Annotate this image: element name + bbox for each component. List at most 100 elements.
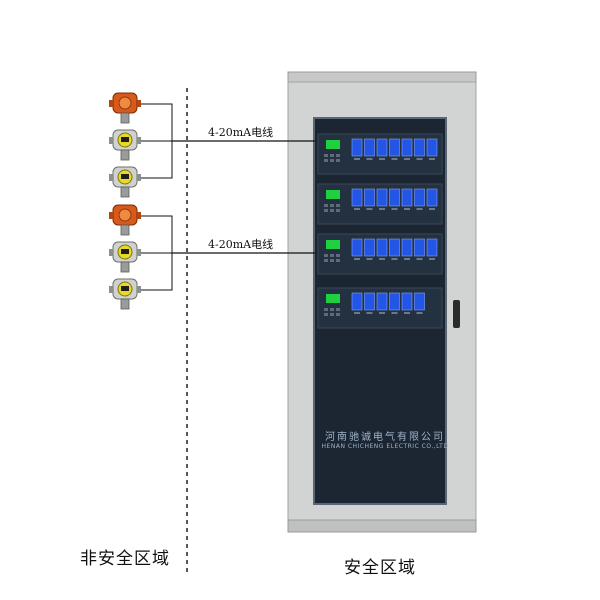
channel-indicator	[354, 258, 360, 260]
channel-display	[352, 139, 362, 156]
detector-port-left	[109, 212, 113, 219]
detector-port-right	[137, 249, 141, 256]
brand-name-cn: 河南驰诚电气有限公司	[315, 428, 455, 443]
controller-module	[318, 184, 442, 224]
cable-label-bottom: 4-20mA电线	[208, 236, 273, 252]
keypad-button[interactable]	[330, 308, 334, 311]
safe-zone-label: 安全区域	[344, 553, 416, 578]
detector-window	[119, 209, 131, 221]
detector-sensor-head	[121, 113, 129, 123]
keypad-button[interactable]	[336, 209, 340, 212]
channel-indicator	[404, 312, 410, 314]
channel-display	[415, 293, 425, 310]
main-display-green	[326, 140, 340, 149]
channel-display	[427, 239, 437, 256]
keypad-button[interactable]	[324, 204, 328, 207]
channel-display	[390, 189, 400, 206]
channel-indicator	[429, 258, 435, 260]
channel-indicator	[417, 158, 423, 160]
channel-indicator	[354, 208, 360, 210]
channel-indicator	[429, 158, 435, 160]
channel-indicator	[367, 158, 373, 160]
channel-display	[377, 239, 387, 256]
gas-detector	[109, 242, 141, 272]
keypad-button[interactable]	[336, 308, 340, 311]
channel-indicator	[429, 208, 435, 210]
channel-indicator	[417, 258, 423, 260]
keypad-button[interactable]	[336, 204, 340, 207]
gas-detector	[109, 130, 141, 160]
channel-display	[427, 189, 437, 206]
detector-window	[119, 97, 131, 109]
controller-module	[318, 134, 442, 174]
channel-display	[390, 293, 400, 310]
channel-display	[377, 293, 387, 310]
channel-indicator	[379, 158, 385, 160]
door-handle[interactable]	[453, 300, 460, 328]
unsafe-zone-label: 非安全区域	[80, 544, 170, 569]
detector-port-left	[109, 100, 113, 107]
keypad-button[interactable]	[330, 204, 334, 207]
keypad-button[interactable]	[330, 209, 334, 212]
channel-indicator	[379, 258, 385, 260]
keypad-button[interactable]	[330, 154, 334, 157]
channel-display	[402, 139, 412, 156]
detector-sensor-head	[121, 187, 129, 197]
channel-indicator	[404, 208, 410, 210]
cabinet-base	[288, 520, 476, 532]
detector-port-right	[137, 100, 141, 107]
keypad-button[interactable]	[324, 254, 328, 257]
gas-detector	[109, 279, 141, 309]
channel-display	[365, 293, 375, 310]
channel-indicator	[417, 312, 423, 314]
keypad-button[interactable]	[336, 159, 340, 162]
detector-lcd	[121, 137, 129, 142]
channel-display	[415, 239, 425, 256]
detector-lcd	[121, 249, 129, 254]
channel-indicator	[367, 312, 373, 314]
channel-display	[352, 189, 362, 206]
channel-indicator	[354, 158, 360, 160]
channel-display	[402, 293, 412, 310]
keypad-button[interactable]	[324, 159, 328, 162]
detector-sensor-head	[121, 299, 129, 309]
keypad-button[interactable]	[336, 259, 340, 262]
keypad-button[interactable]	[324, 313, 328, 316]
keypad-button[interactable]	[336, 313, 340, 316]
keypad-button[interactable]	[324, 308, 328, 311]
detector-port-left	[109, 249, 113, 256]
keypad-button[interactable]	[330, 259, 334, 262]
keypad-button[interactable]	[324, 259, 328, 262]
detector-port-right	[137, 174, 141, 181]
detector-sensor-head	[121, 225, 129, 235]
channel-display	[352, 239, 362, 256]
main-display-green	[326, 240, 340, 249]
brand-name-en: HENAN CHICHENG ELECTRIC CO.,LTD	[315, 443, 455, 450]
keypad-button[interactable]	[330, 159, 334, 162]
detector-sensor-head	[121, 262, 129, 272]
channel-display	[390, 239, 400, 256]
channel-indicator	[354, 312, 360, 314]
detector-lcd	[121, 286, 129, 291]
channel-display	[377, 139, 387, 156]
channel-display	[365, 239, 375, 256]
channel-display	[402, 239, 412, 256]
channel-indicator	[379, 208, 385, 210]
keypad-button[interactable]	[324, 209, 328, 212]
keypad-button[interactable]	[324, 154, 328, 157]
keypad-button[interactable]	[336, 154, 340, 157]
channel-display	[427, 139, 437, 156]
keypad-button[interactable]	[330, 254, 334, 257]
controller-module	[318, 288, 442, 328]
channel-display	[365, 139, 375, 156]
gas-detector	[109, 93, 141, 123]
detector-port-left	[109, 174, 113, 181]
channel-indicator	[404, 258, 410, 260]
detector-port-left	[109, 286, 113, 293]
keypad-button[interactable]	[336, 254, 340, 257]
channel-display	[377, 189, 387, 206]
gas-detector	[109, 167, 141, 197]
keypad-button[interactable]	[330, 313, 334, 316]
channel-display	[390, 139, 400, 156]
detector-sensor-head	[121, 150, 129, 160]
